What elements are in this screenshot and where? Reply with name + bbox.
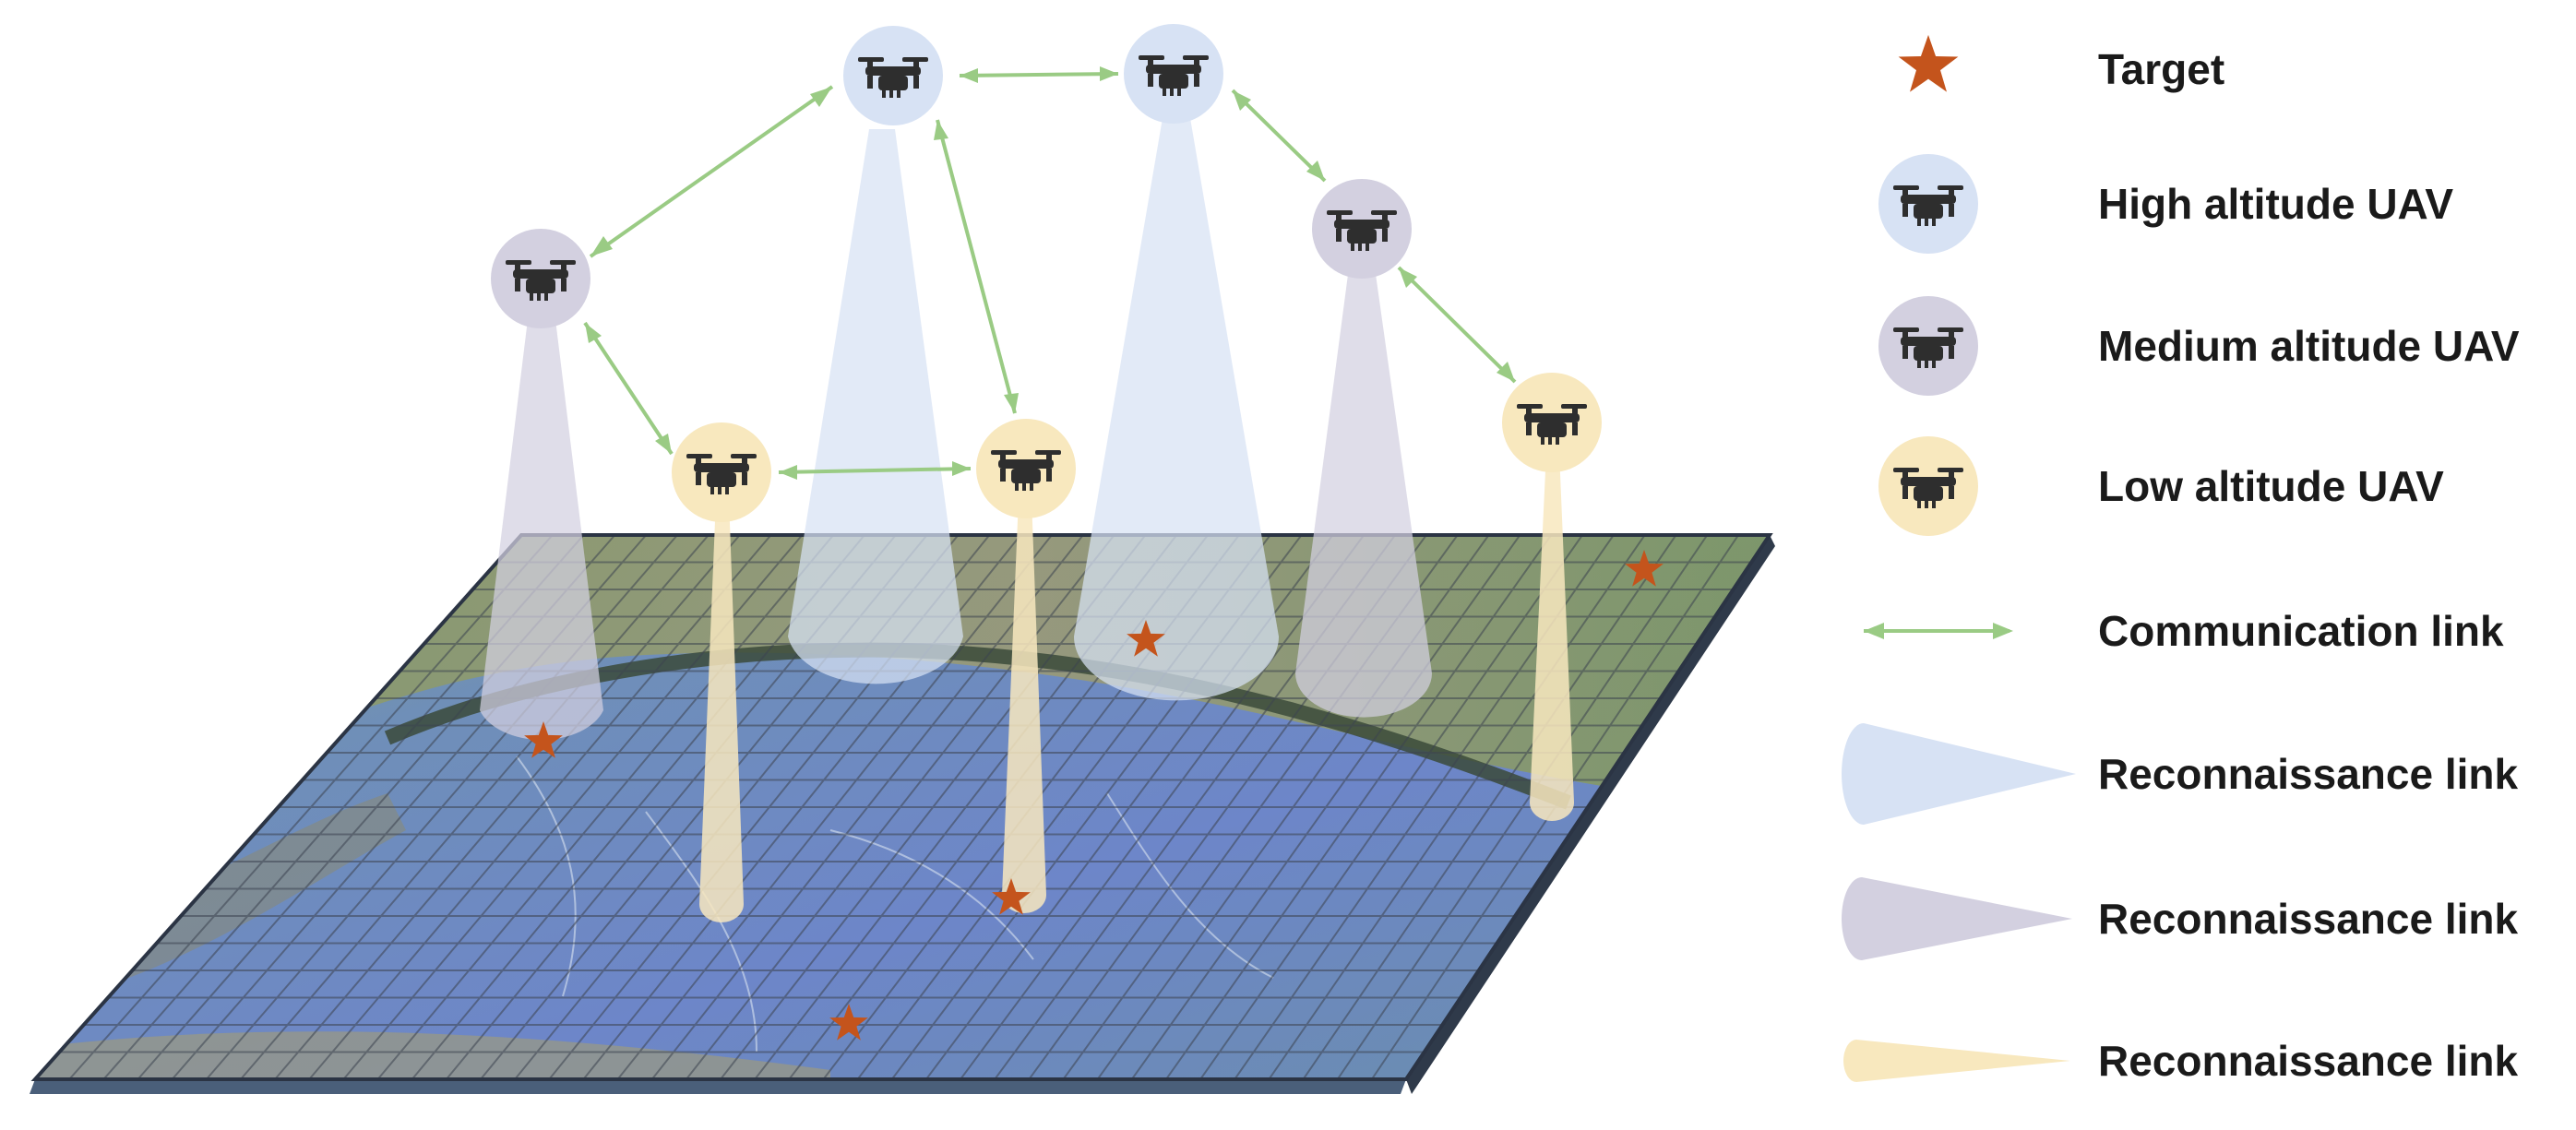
drone-icon [1878, 436, 1978, 536]
legend-item-target: Target [1808, 0, 2576, 138]
high-altitude-uav [1124, 24, 1223, 124]
communication-links [583, 72, 1517, 474]
recon-beam-low-2 [1002, 498, 1046, 913]
uav-nodes [491, 24, 1602, 522]
beam-icon [1843, 1040, 2070, 1082]
recon-beam-high-1 [788, 129, 963, 684]
recon-beam-low-3 [1530, 452, 1574, 821]
star-icon [1898, 34, 1959, 92]
uav-network-scene [30, 24, 1775, 1094]
recon-beams [480, 118, 1574, 922]
legend-label-recon-medium: Reconnaissance link [2098, 895, 2519, 943]
legend-item-low-altitude-uav: Low altitude UAV [1808, 417, 2576, 555]
recon-beam-medium-2 [1295, 268, 1432, 718]
drone-icon [1878, 296, 1978, 396]
legend: Target High altitude UAV Medium altitude… [1808, 0, 2576, 1127]
communication-link-arrowheads [585, 66, 1515, 480]
legend-label-high-altitude-uav: High altitude UAV [2098, 180, 2454, 228]
low-altitude-uav [672, 422, 771, 522]
double-arrow-icon [1864, 623, 2013, 639]
legend-item-recon-high: Reconnaissance link [1808, 705, 2576, 843]
legend-label-recon-low: Reconnaissance link [2098, 1037, 2519, 1085]
medium-altitude-uav [1312, 179, 1412, 279]
recon-beam-high-2 [1074, 118, 1279, 701]
low-altitude-uav [976, 419, 1076, 518]
recon-beam-low-1 [699, 498, 744, 922]
recon-beam-medium-1 [480, 304, 603, 740]
beam-icon [1842, 723, 2076, 825]
legend-label-medium-altitude-uav: Medium altitude UAV [2098, 322, 2520, 370]
drone-icon [1878, 154, 1978, 254]
legend-label-target: Target [2098, 45, 2225, 93]
low-altitude-uav [1502, 373, 1602, 472]
high-altitude-uav [843, 26, 943, 125]
legend-item-communication-link: Communication link [1808, 562, 2576, 700]
beam-icon [1842, 877, 2072, 960]
legend-item-medium-altitude-uav: Medium altitude UAV [1808, 277, 2576, 415]
legend-label-low-altitude-uav: Low altitude UAV [2098, 462, 2444, 510]
legend-item-recon-medium: Reconnaissance link [1808, 850, 2576, 988]
legend-item-recon-low: Reconnaissance link [1808, 992, 2576, 1130]
legend-label-recon-high: Reconnaissance link [2098, 750, 2519, 798]
legend-item-high-altitude-uav: High altitude UAV [1808, 135, 2576, 273]
legend-label-communication-link: Communication link [2098, 607, 2504, 655]
map-slab-edge [30, 1079, 1406, 1094]
map-slab-side [1406, 535, 1775, 1094]
medium-altitude-uav [491, 229, 590, 328]
